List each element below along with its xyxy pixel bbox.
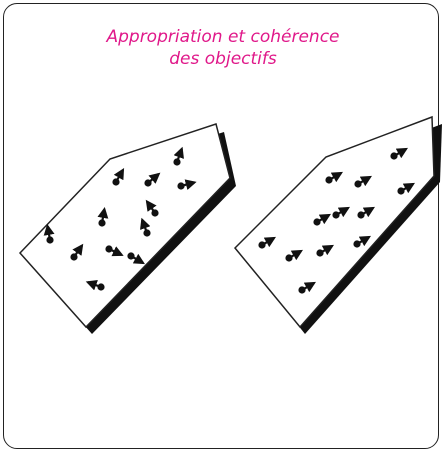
right-arrow-11 bbox=[298, 281, 317, 294]
left-arrow-8 bbox=[70, 243, 84, 261]
left-arrow-10 bbox=[127, 252, 146, 265]
right-arrow-2 bbox=[354, 175, 373, 188]
left-arrows-group bbox=[43, 146, 197, 291]
right-arrow-5 bbox=[313, 213, 332, 226]
left-arrow-3 bbox=[144, 172, 161, 187]
right-arrow-10 bbox=[353, 235, 372, 248]
panel-left bbox=[18, 123, 236, 334]
right-arrow-3 bbox=[390, 147, 409, 160]
left-arrow-12 bbox=[85, 280, 105, 291]
right-arrow-12 bbox=[332, 206, 351, 219]
left-arrow-2 bbox=[112, 167, 125, 186]
right-arrow-1 bbox=[325, 171, 344, 184]
right-arrow-8 bbox=[285, 249, 304, 262]
left-arrow-1 bbox=[173, 146, 184, 166]
panel-right bbox=[233, 115, 442, 334]
title-line-2: des objectifs bbox=[169, 49, 277, 69]
panel-right-shape bbox=[233, 115, 435, 329]
panel-left-shape bbox=[18, 123, 231, 329]
right-arrow-9 bbox=[316, 244, 335, 257]
right-arrow-6 bbox=[357, 206, 376, 219]
left-arrow-5 bbox=[97, 207, 109, 227]
right-arrow-4 bbox=[397, 182, 416, 195]
right-arrows-group bbox=[258, 147, 416, 294]
title-line-1: Appropriation et cohérence bbox=[106, 27, 340, 47]
left-arrow-11 bbox=[140, 217, 151, 237]
left-arrow-7 bbox=[43, 224, 55, 244]
left-arrow-6 bbox=[145, 199, 159, 217]
right-arrow-7 bbox=[258, 236, 277, 249]
left-arrow-4 bbox=[177, 179, 197, 190]
left-arrow-9 bbox=[105, 245, 124, 257]
page-title: Appropriation et cohérence des objectifs bbox=[0, 26, 446, 70]
